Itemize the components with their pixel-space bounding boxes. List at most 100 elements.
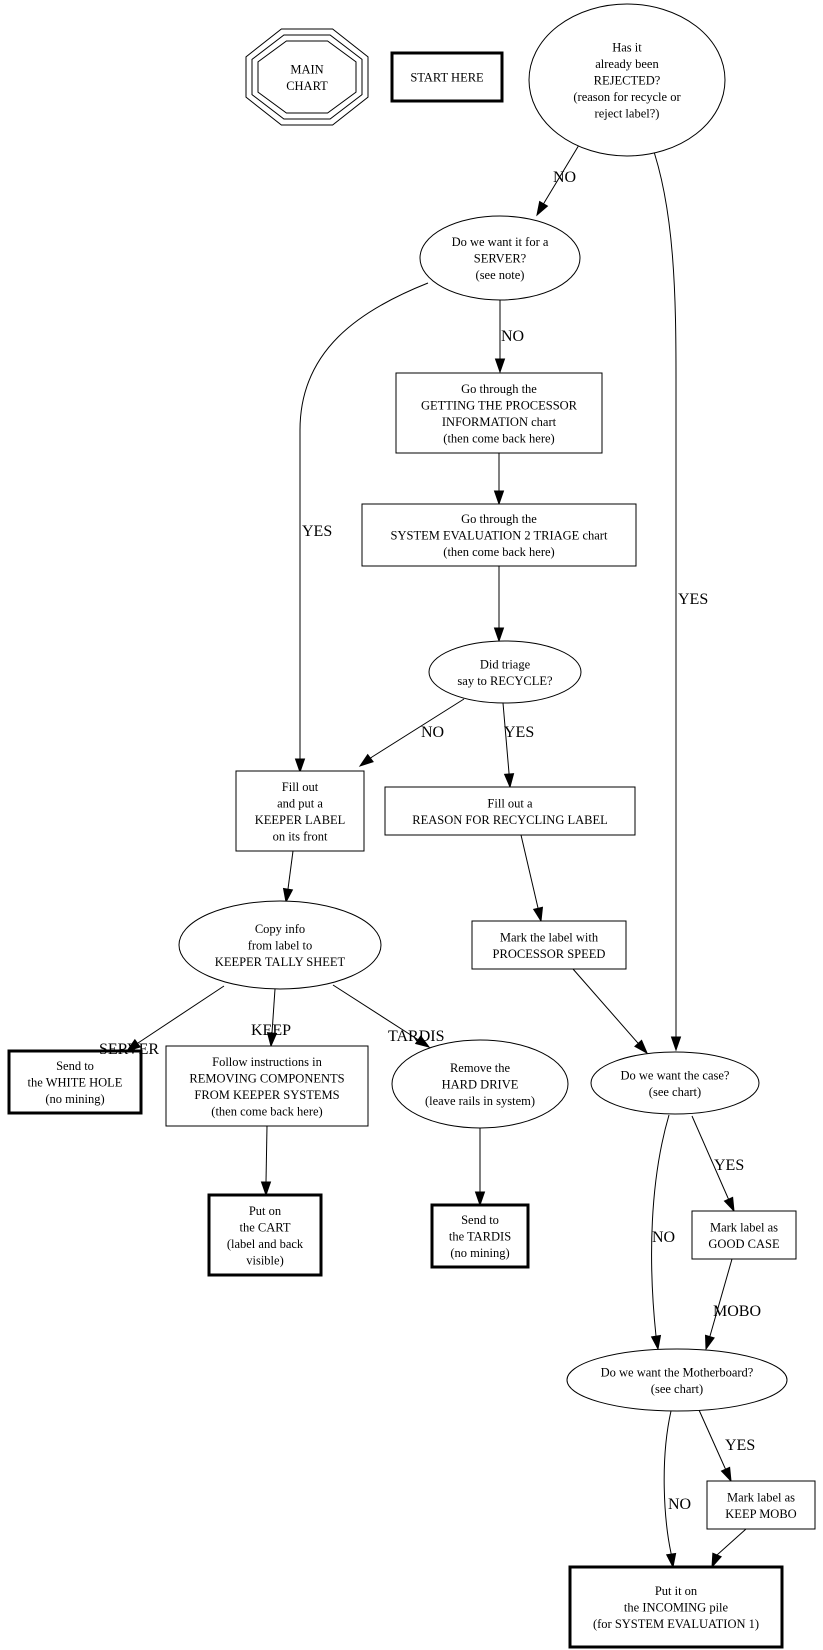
node-text-line: (then come back here) <box>443 545 554 559</box>
box-shape <box>207 1193 323 1277</box>
node-text-line: (see note) <box>476 268 525 282</box>
arrowhead-icon <box>414 1035 431 1048</box>
arrowhead-icon <box>294 758 306 774</box>
edge-line <box>520 834 539 909</box>
arrowhead-icon <box>720 1466 732 1483</box>
arrowhead-icon <box>260 1181 272 1197</box>
node-text-line: the WHITE HOLE <box>28 1076 123 1090</box>
edge-triage-recycle-to-recycling-label <box>502 702 515 789</box>
node-text-line: Remove the <box>450 1061 511 1075</box>
edge-line <box>716 1528 747 1556</box>
edge-label: NO <box>421 724 444 741</box>
edge-label: NO <box>553 169 576 186</box>
edge-removing-components-to-cart <box>260 1125 272 1197</box>
node-text-line: Did triage <box>480 657 531 671</box>
octagon-ring-3 <box>257 40 357 114</box>
node-text-line: Copy info <box>255 922 305 936</box>
node-text-line: KEEP MOBO <box>725 1507 796 1521</box>
ellipse-shape <box>419 215 581 301</box>
edge-server-to-processor-info <box>494 300 506 374</box>
node-text-line: and put a <box>277 796 323 810</box>
node-text-line: Put it on <box>655 1584 698 1598</box>
box-shape <box>430 1203 530 1269</box>
node-text-line: REMOVING COMPONENTS <box>189 1071 344 1085</box>
edge-triage-chart-to-triage-recycle <box>493 566 505 643</box>
node-text-line: (then come back here) <box>211 1104 322 1118</box>
edges-layer <box>125 139 747 1569</box>
arrowhead-icon <box>650 1334 662 1351</box>
node-text-line: say to RECYCLE? <box>457 674 553 688</box>
edge-recycling-label-to-processor-speed <box>520 834 544 923</box>
box-shape <box>361 503 637 567</box>
edge-want-case-to-good-case <box>691 1115 735 1213</box>
ellipse-shape <box>590 1051 760 1115</box>
node-text-line: from label to <box>248 939 313 953</box>
box-shape <box>706 1480 816 1530</box>
edge-label: YES <box>504 724 534 741</box>
edge-triage-recycle-to-keeper-label <box>358 698 465 767</box>
box-shape <box>384 786 636 836</box>
node-text-line: (leave rails in system) <box>425 1094 535 1108</box>
node-text-line: (no mining) <box>450 1246 509 1260</box>
ellipse-shape <box>178 900 382 990</box>
node-keep-mobo: Mark label as KEEP MOBO <box>706 1480 816 1530</box>
node-text-line: Fill out a <box>487 796 533 810</box>
node-text-line: Go through the <box>461 382 537 396</box>
node-text-line: FROM KEEPER SYSTEMS <box>194 1088 339 1102</box>
node-text-line: the INCOMING pile <box>624 1601 729 1615</box>
edge-line <box>287 850 294 890</box>
edge-label: SERVER <box>99 1041 159 1058</box>
box-shape <box>395 372 603 454</box>
edge-label: YES <box>714 1157 744 1174</box>
node-triage-recycle: Did triage say to RECYCLE? <box>428 640 582 704</box>
node-text-line: CHART <box>286 79 328 93</box>
edge-line <box>332 984 418 1040</box>
node-text-line: (see chart) <box>651 1382 703 1396</box>
arrowhead-icon <box>358 753 374 767</box>
edge-label: NO <box>668 1496 691 1513</box>
node-text-line: GOOD CASE <box>708 1237 780 1251</box>
box-shape <box>471 920 627 970</box>
edge-hard-drive-to-tardis <box>474 1128 486 1207</box>
arrowhead-icon <box>493 627 505 643</box>
box-shape <box>7 1049 143 1115</box>
node-text-line: Mark label as <box>727 1490 795 1504</box>
node-text-line: PROCESSOR SPEED <box>493 947 606 961</box>
arrowhead-icon <box>282 887 294 904</box>
node-text-line: visible) <box>246 1253 284 1267</box>
edge-processor-info-to-triage-chart <box>493 453 505 506</box>
node-want-case: Do we want the case?(see chart) <box>590 1051 760 1115</box>
edge-line <box>663 1410 672 1554</box>
arrowhead-icon <box>493 490 505 506</box>
arrowhead-icon <box>474 1191 486 1207</box>
node-text-line: INFORMATION chart <box>442 415 557 429</box>
node-text-line: (then come back here) <box>443 431 554 445</box>
arrowhead-icon <box>711 1552 722 1569</box>
edge-copy-info-to-removing-components <box>266 988 278 1048</box>
node-text-line: KEEPER LABEL <box>255 813 346 827</box>
edge-line <box>137 985 225 1044</box>
node-text-line: Send to <box>56 1059 94 1073</box>
edge-label: NO <box>501 328 524 345</box>
arrowhead-icon <box>494 358 506 374</box>
arrowhead-icon <box>704 1334 715 1351</box>
edge-processor-speed-to-want-case <box>572 968 649 1055</box>
node-text-line: REJECTED? <box>594 74 661 88</box>
arrowhead-icon <box>665 1552 677 1569</box>
ellipse-shape <box>391 1039 569 1129</box>
box-shape <box>165 1045 369 1127</box>
node-text-line: Put on <box>249 1204 282 1218</box>
arrowhead-icon <box>125 1038 141 1052</box>
